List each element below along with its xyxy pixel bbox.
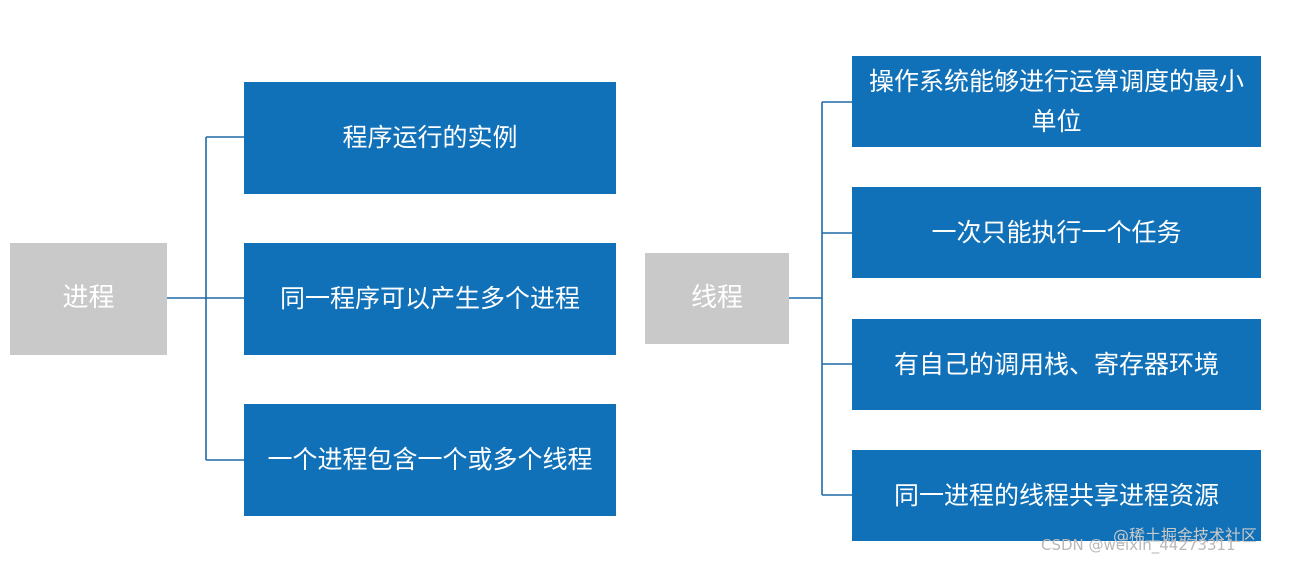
process-item-3-label: 一个进程包含一个或多个线程 (267, 445, 593, 474)
process-root-node: 进程 (10, 243, 167, 355)
thread-item-2-label: 一次只能执行一个任务 (931, 217, 1182, 247)
process-item-3: 一个进程包含一个或多个线程 (244, 404, 616, 516)
process-item-1: 程序运行的实例 (244, 82, 616, 194)
thread-item-1: 操作系统能够进行运算调度的最小单位 (852, 56, 1261, 147)
watermark-juejin: @稀土掘金技术社区 (1113, 526, 1258, 545)
process-root-label: 进程 (62, 283, 115, 314)
process-item-2-label: 同一程序可以产生多个进程 (279, 284, 580, 313)
thread-item-1-label: 操作系统能够进行运算调度的最小单位 (868, 66, 1244, 136)
thread-root-node: 线程 (645, 253, 789, 344)
watermark-csdn: CSDN @weixin_44273311 (1041, 536, 1236, 554)
thread-root-label: 线程 (690, 282, 743, 313)
thread-item-3: 有自己的调用栈、寄存器环境 (852, 319, 1261, 410)
thread-item-4-label: 同一进程的线程共享进程资源 (893, 480, 1219, 510)
thread-item-2: 一次只能执行一个任务 (852, 187, 1261, 278)
thread-item-3-label: 有自己的调用栈、寄存器环境 (893, 349, 1219, 379)
process-item-1-label: 程序运行的实例 (342, 123, 518, 152)
thread-item-4: 同一进程的线程共享进程资源 (852, 450, 1261, 541)
process-item-2: 同一程序可以产生多个进程 (244, 243, 616, 355)
